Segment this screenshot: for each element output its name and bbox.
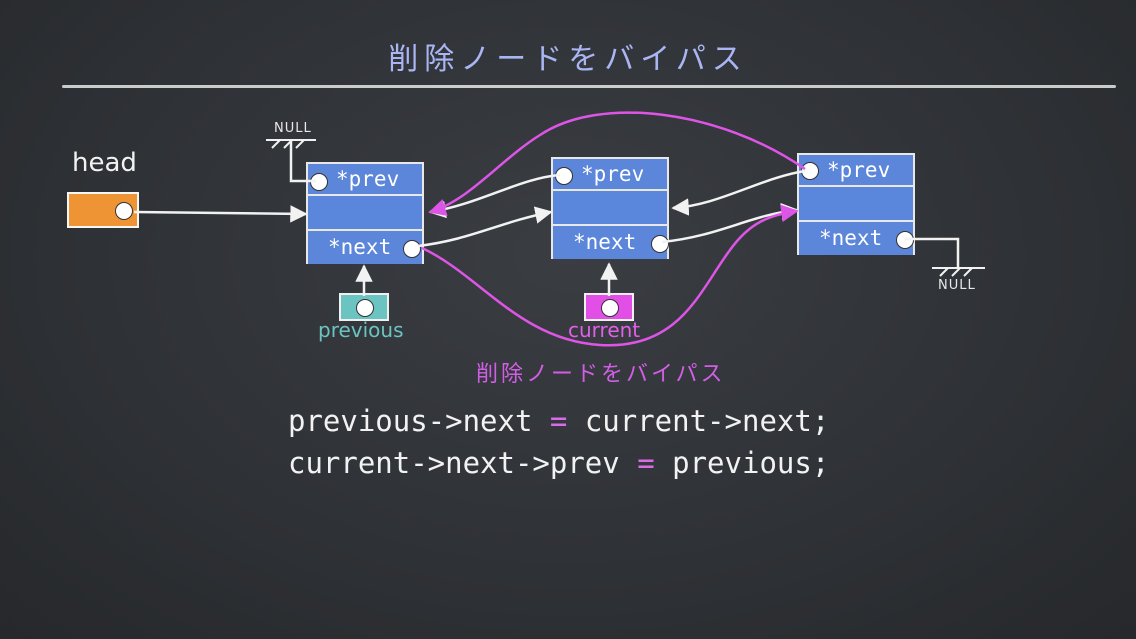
- previous-pointer-dot: [356, 299, 374, 317]
- bypass-prev-arrow: [428, 111, 806, 216]
- null-ground-left: [266, 139, 316, 149]
- null-label-left: NULL: [274, 121, 312, 136]
- bypass-next-arrow: [421, 204, 799, 347]
- node-2-prev-cell: *prev: [553, 159, 667, 191]
- node-3-prev-cell: *prev: [799, 155, 913, 187]
- head-to-node1-arrow: [133, 205, 308, 223]
- code-line-2: current->next->prev = previous;: [288, 446, 829, 480]
- title-underline: [62, 85, 1116, 88]
- previous-pointer-box: [339, 293, 389, 321]
- node-2-data-cell: [553, 192, 667, 226]
- current-pointer-label: current: [568, 318, 641, 342]
- node2-prev-to-node1-arrow: [428, 173, 561, 219]
- node-3-prev-label: *prev: [827, 158, 891, 182]
- node-3-next-label: *next: [819, 226, 883, 250]
- node1-next-to-node2-arrow: [417, 206, 553, 248]
- node-3-data-cell: [799, 188, 913, 222]
- node-1-prev-label: *prev: [336, 167, 400, 191]
- node-2-prev-label: *prev: [581, 162, 645, 186]
- previous-pointer-label: previous: [318, 318, 404, 342]
- head-pointer-dot: [115, 202, 133, 220]
- code-line-2-rhs: previous;: [672, 446, 830, 480]
- slide-title: 削除ノードをバイパス: [388, 42, 748, 77]
- node-2-next-cell: *next: [553, 227, 669, 259]
- node-1-prev-cell: *prev: [308, 164, 422, 196]
- node-1-next-cell: *next: [308, 232, 422, 264]
- head-label: head: [72, 148, 137, 178]
- null-ground-right: [932, 267, 985, 277]
- node1-prev-null-wire: [289, 140, 316, 183]
- node3-next-null-wire: [905, 237, 960, 268]
- code-line-1-rhs: current->next;: [584, 404, 830, 438]
- code-line-1-lhs: previous->next: [288, 404, 533, 438]
- bypass-label: 削除ノードをバイパス: [476, 362, 726, 387]
- null-label-right: NULL: [938, 278, 976, 293]
- node-3: *prev *next: [797, 153, 915, 255]
- node-2-next-dot: [651, 235, 669, 253]
- code-line-1: previous->next = current->next;: [288, 404, 829, 438]
- head-pointer-box: [67, 192, 139, 228]
- code-line-1-equals: =: [549, 404, 568, 438]
- node3-prev-to-node2-arrow: [671, 169, 806, 216]
- code-line-2-lhs: current->next->prev: [288, 446, 620, 480]
- node-1-data-cell: [308, 197, 422, 231]
- node-1-next-dot: [403, 240, 421, 258]
- node-1-next-label: *next: [328, 235, 392, 259]
- current-pointer-dot: [601, 299, 619, 317]
- current-pointer-box: [584, 293, 634, 321]
- code-line-2-equals: =: [637, 446, 655, 480]
- node-1: *prev *next: [306, 162, 424, 264]
- node-2-next-label: *next: [573, 230, 637, 254]
